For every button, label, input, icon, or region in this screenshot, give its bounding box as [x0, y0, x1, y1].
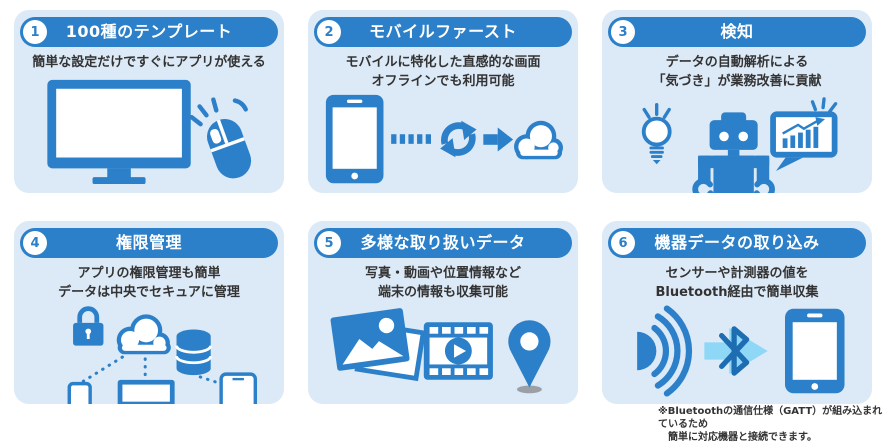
feature-card-mobile-first: 2 モバイルファースト モバイルに特化した直感的な画面 オフラインでも利用可能	[308, 10, 578, 193]
card-header: 1 100種のテンプレート	[20, 17, 278, 47]
card-description: モバイルに特化した直感的な画面 オフラインでも利用可能	[308, 53, 578, 91]
description-line: 簡単な設定だけですぐにアプリが使える	[32, 55, 266, 70]
dotted-link-icon	[391, 134, 431, 144]
database-icon	[175, 329, 213, 376]
description-line: 「気づき」が業務改善に貢献	[652, 74, 822, 89]
number-badge: 1	[23, 20, 47, 44]
card-header: 3 検知	[608, 17, 866, 47]
card-description: アプリの権限管理も簡単 データは中央でセキュアに管理	[14, 264, 284, 302]
card-illustration	[14, 302, 284, 404]
card-illustration	[14, 72, 284, 193]
description-line: データの自動解析による	[665, 55, 809, 70]
robot-insight-illustration	[641, 97, 838, 193]
card-illustration	[602, 91, 872, 193]
card-title: 権限管理	[115, 233, 182, 252]
lightbulb-icon	[641, 103, 672, 165]
sync-icon	[440, 120, 477, 158]
photos-icon	[330, 308, 426, 382]
card-illustration	[602, 302, 872, 404]
tablet-sync-cloud-illustration	[325, 94, 563, 184]
signal-waves-icon	[637, 305, 693, 397]
feature-card-data-types: 5 多様な取り扱いデータ 写真・動画や位置情報など 端末の情報も収集可能	[308, 221, 578, 404]
bluetooth-transfer-illustration	[637, 305, 845, 397]
description-line: オフラインでも利用可能	[371, 74, 515, 89]
video-film-icon	[423, 322, 493, 380]
card-description: データの自動解析による 「気づき」が業務改善に貢献	[602, 53, 872, 91]
description-line: アプリの権限管理も簡単	[77, 266, 221, 281]
card-header: 6 機器データの取り込み	[608, 228, 866, 258]
description-line: モバイルに特化した直感的な画面	[345, 55, 541, 70]
card-title: 検知	[720, 22, 754, 41]
feature-card-device-data: 6 機器データの取り込み センサーや計測器の値を Bluetooth経由で簡単収…	[602, 221, 872, 404]
bluetooth-arrow-icon	[704, 326, 768, 376]
cloud-icon	[514, 120, 563, 160]
location-pin-icon	[508, 320, 551, 394]
number-badge: 4	[23, 231, 47, 255]
card-title: 100種のテンプレート	[65, 22, 233, 41]
secure-cloud-illustration	[67, 306, 258, 404]
cloud-icon	[116, 314, 171, 355]
card-title: モバイルファースト	[369, 22, 517, 41]
feature-card-templates: 1 100種のテンプレート 簡単な設定だけですぐにアプリが使える	[14, 10, 284, 193]
arrow-right-icon	[483, 127, 514, 152]
monitor-and-mouse-illustration	[47, 79, 252, 184]
footnote: ※Bluetoothの通信仕様（GATT）が組み込まれているため 簡単に対応機器…	[658, 405, 884, 444]
monitor-icon	[47, 79, 191, 184]
phone-icon	[67, 381, 92, 404]
monitor-icon	[117, 379, 175, 404]
mouse-click-icon	[189, 96, 252, 178]
tablet-icon	[219, 372, 258, 404]
chart-speech-bubble-icon	[770, 97, 838, 172]
card-header: 4 権限管理	[20, 228, 278, 258]
lock-icon	[73, 306, 104, 346]
feature-grid: 1 100種のテンプレート 簡単な設定だけですぐにアプリが使える	[14, 10, 872, 404]
number-badge: 6	[611, 231, 635, 255]
description-line: 写真・動画や位置情報など	[364, 266, 521, 281]
description-line: データは中央でセキュアに管理	[58, 285, 240, 300]
card-description: センサーや計測器の値を Bluetooth経由で簡単収集	[602, 264, 872, 302]
feature-card-permissions: 4 権限管理 アプリの権限管理も簡単 データは中央でセキュアに管理	[14, 221, 284, 404]
card-illustration	[308, 302, 578, 404]
card-illustration	[308, 91, 578, 193]
footnote-line-1: ※Bluetoothの通信仕様（GATT）が組み込まれているため	[658, 406, 883, 430]
media-location-illustration	[330, 308, 551, 394]
number-badge: 5	[317, 231, 341, 255]
card-description: 写真・動画や位置情報など 端末の情報も収集可能	[308, 264, 578, 302]
tablet-icon	[785, 308, 845, 394]
description-line: 端末の情報も収集可能	[377, 285, 508, 300]
card-description: 簡単な設定だけですぐにアプリが使える	[14, 53, 284, 72]
description-line: センサーや計測器の値を	[665, 266, 809, 281]
card-header: 2 モバイルファースト	[314, 17, 572, 47]
card-title: 機器データの取り込み	[654, 233, 820, 252]
number-badge: 2	[317, 20, 341, 44]
robot-icon	[692, 112, 775, 193]
description-line: Bluetooth経由で簡単収集	[655, 285, 819, 300]
tablet-icon	[325, 94, 384, 184]
number-badge: 3	[611, 20, 635, 44]
card-title: 多様な取り扱いデータ	[360, 233, 526, 252]
feature-card-detection: 3 検知 データの自動解析による 「気づき」が業務改善に貢献	[602, 10, 872, 193]
card-header: 5 多様な取り扱いデータ	[314, 228, 572, 258]
